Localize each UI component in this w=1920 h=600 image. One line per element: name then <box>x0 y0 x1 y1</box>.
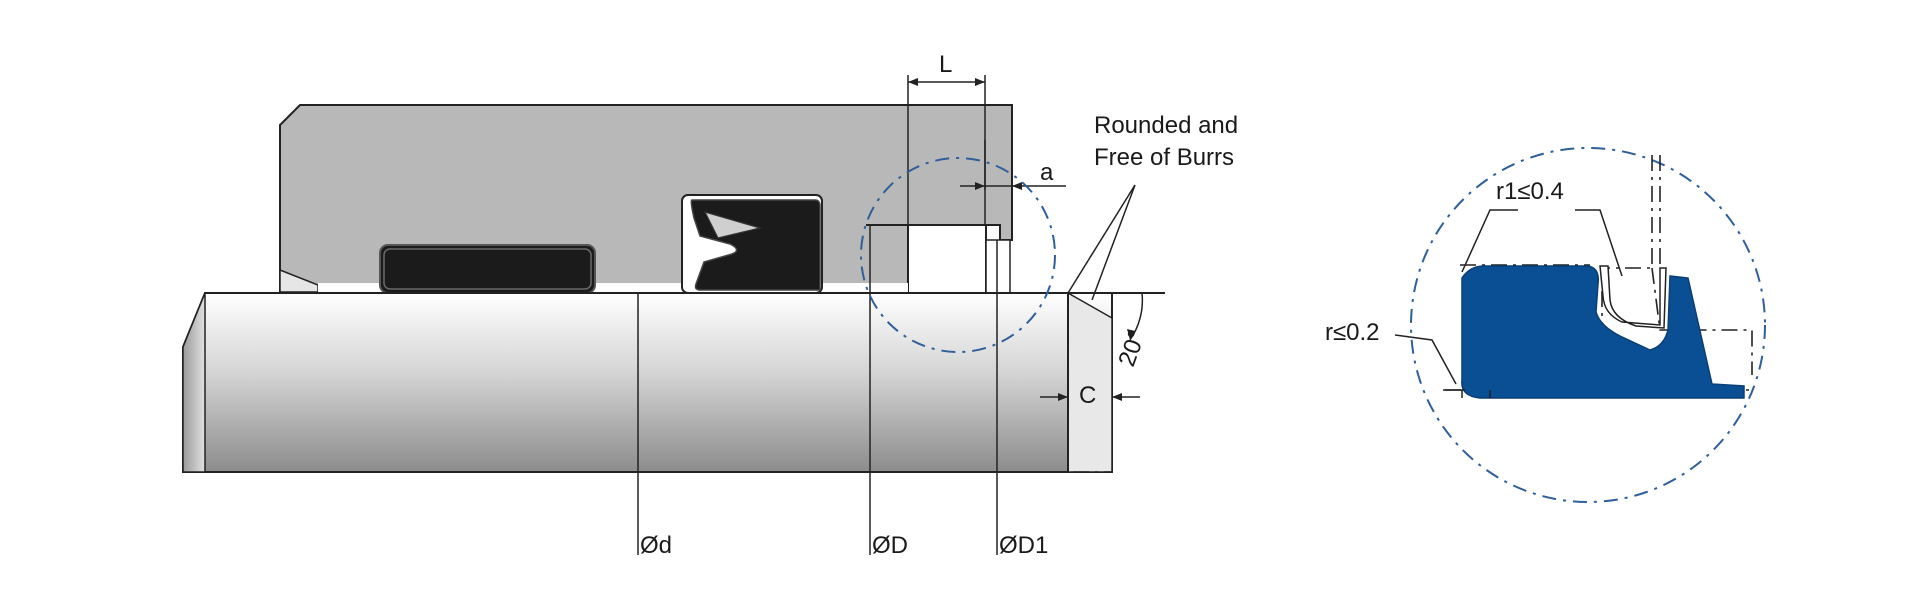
detail-callout-circle <box>860 157 1056 353</box>
lip-seal <box>681 194 823 294</box>
label-D: ØD <box>872 532 908 559</box>
label-L: L <box>939 51 952 78</box>
label-C: C <box>1079 382 1096 409</box>
label-d: Ød <box>640 532 672 559</box>
label-angle: 20° <box>1113 327 1151 370</box>
label-a: a <box>1040 159 1054 186</box>
piston-rod <box>182 291 1165 473</box>
label-r1: r1≤0.4 <box>1496 178 1564 205</box>
detail-view-circle <box>1410 147 1766 503</box>
label-r: r≤0.2 <box>1325 319 1380 346</box>
note-line-1: Rounded and <box>1094 112 1238 139</box>
label-D1: ØD1 <box>999 532 1048 559</box>
detail-view <box>1394 147 1766 503</box>
note-line-2: Free of Burrs <box>1094 144 1234 171</box>
note-leaders <box>1067 184 1136 301</box>
guide-ring <box>379 244 596 294</box>
rod-clearance-gap <box>318 283 908 293</box>
dimension-lines <box>637 75 1144 555</box>
